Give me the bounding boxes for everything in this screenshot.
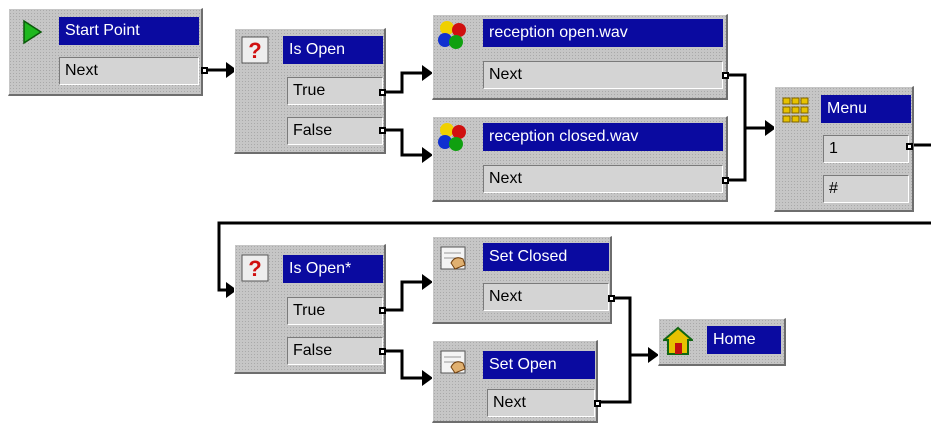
svg-text:?: ? xyxy=(248,38,261,63)
node-output-next[interactable]: Next xyxy=(487,389,595,417)
node-title: Is Open* xyxy=(283,255,383,283)
output-connector[interactable] xyxy=(594,400,601,407)
output-connector[interactable] xyxy=(722,177,729,184)
arrowhead xyxy=(226,282,237,298)
node-title: Set Closed xyxy=(483,243,609,271)
node-output-true[interactable]: True xyxy=(287,297,383,325)
house-icon xyxy=(663,326,693,356)
node-title: Is Open xyxy=(283,36,383,64)
arrowhead xyxy=(422,65,433,81)
node-title: Set Open xyxy=(483,351,595,379)
node-output-next[interactable]: Next xyxy=(483,165,723,193)
sound-icon xyxy=(437,121,467,151)
node-title: Start Point xyxy=(59,17,199,45)
node-start-point[interactable]: Start Point Next xyxy=(8,8,208,96)
arrowhead xyxy=(226,62,237,78)
arrowhead xyxy=(422,147,433,163)
connector-setopen-next xyxy=(598,355,632,404)
sound-icon xyxy=(437,19,467,49)
node-output-next[interactable]: Next xyxy=(483,283,609,311)
output-connector[interactable] xyxy=(379,307,386,314)
arrowhead xyxy=(422,274,433,290)
node-home[interactable]: Home xyxy=(658,318,786,366)
output-connector[interactable] xyxy=(379,89,386,96)
arrowhead xyxy=(765,120,776,136)
node-title: Menu xyxy=(821,95,911,123)
node-output-1[interactable]: 1 xyxy=(823,135,909,163)
keypad-icon xyxy=(781,95,811,125)
node-output-true[interactable]: True xyxy=(287,77,383,105)
node-title: reception open.wav xyxy=(483,19,723,47)
node-output-false[interactable]: False xyxy=(287,117,383,145)
connector-recopen-next xyxy=(728,73,767,130)
node-title: Home xyxy=(707,326,781,354)
connector-isopen2-true xyxy=(384,280,424,312)
connector-setclosed-next xyxy=(614,296,650,357)
node-is-open-star[interactable]: ? Is Open* True False xyxy=(234,244,386,374)
node-title: reception closed.wav xyxy=(483,123,723,151)
node-menu[interactable]: Menu 1 # xyxy=(774,86,914,212)
node-output-next[interactable]: Next xyxy=(483,61,723,89)
output-connector[interactable] xyxy=(201,67,208,74)
hand-set-icon xyxy=(439,243,469,273)
connector-isopen2-false xyxy=(384,349,424,380)
node-reception-closed[interactable]: reception closed.wav Next xyxy=(432,116,729,202)
node-set-closed[interactable]: Set Closed Next xyxy=(432,236,615,324)
connector-wrap-line xyxy=(217,221,931,292)
output-connector[interactable] xyxy=(379,348,386,355)
output-connector[interactable] xyxy=(379,127,386,134)
arrowhead xyxy=(422,370,433,386)
connector-isopen1-true xyxy=(384,71,424,94)
node-output-next[interactable]: Next xyxy=(59,57,199,85)
connector-isopen1-false xyxy=(384,128,424,157)
play-icon xyxy=(17,17,47,47)
node-output-false[interactable]: False xyxy=(287,337,383,365)
node-reception-open[interactable]: reception open.wav Next xyxy=(432,14,729,100)
node-output-hash[interactable]: # xyxy=(823,175,909,203)
question-icon: ? xyxy=(240,253,270,283)
question-icon: ? xyxy=(240,35,270,65)
arrowhead xyxy=(648,347,659,363)
node-is-open[interactable]: ? Is Open True False xyxy=(234,28,386,154)
connector-recclosed-next xyxy=(728,128,747,182)
output-connector[interactable] xyxy=(906,143,913,150)
node-set-open[interactable]: Set Open Next xyxy=(432,340,601,423)
hand-set-icon xyxy=(439,347,469,377)
svg-text:?: ? xyxy=(248,256,261,281)
output-connector[interactable] xyxy=(608,295,615,302)
output-connector[interactable] xyxy=(722,72,729,79)
